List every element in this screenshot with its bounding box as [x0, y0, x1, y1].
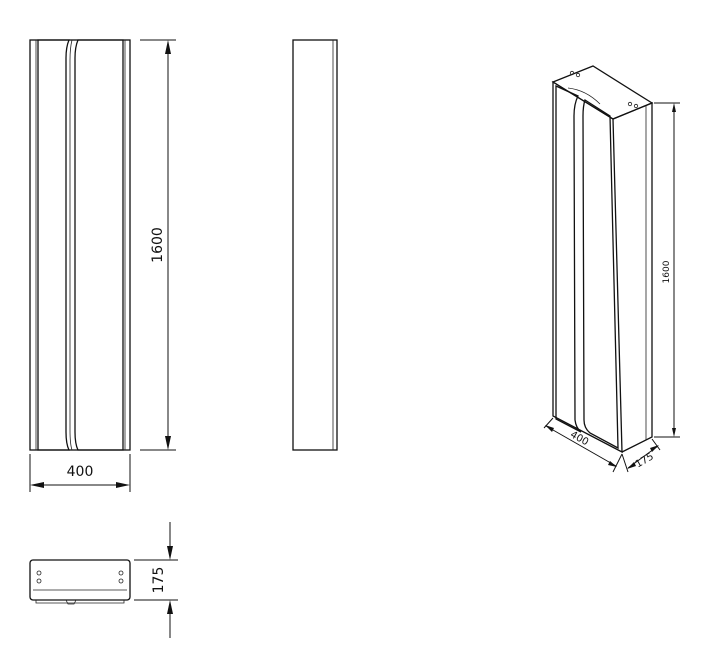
top-view — [29, 559, 131, 605]
front-center-groove — [69, 39, 73, 451]
front-height-label: 1600 — [150, 227, 166, 263]
iso-depth-dimension: 175 — [621, 438, 661, 473]
front-height-dimension: 1600 — [140, 39, 176, 451]
arrowhead — [165, 40, 171, 54]
top-front-lip — [35, 600, 125, 604]
arrowhead — [167, 600, 173, 614]
top-depth-dimension: 175 — [134, 522, 178, 638]
extension-line — [651, 438, 661, 451]
mounting-hole — [118, 570, 124, 576]
arrowhead — [167, 546, 173, 560]
side-view — [292, 39, 338, 451]
dimension-line — [545, 425, 617, 467]
mounting-hole — [36, 578, 42, 584]
iso-groove-top — [567, 87, 601, 105]
iso-left-panel — [555, 84, 582, 433]
iso-height-label: 1600 — [662, 260, 672, 283]
extension-line — [621, 453, 629, 473]
front-outline — [29, 39, 131, 451]
front-width-dimension: 400 — [29, 454, 131, 492]
iso-height-dimension: 1600 — [654, 102, 680, 438]
mounting-hole — [118, 578, 124, 584]
extension-line — [543, 417, 554, 429]
front-view — [29, 39, 131, 451]
arrowhead — [672, 428, 676, 437]
front-right-panel — [74, 39, 124, 451]
mounting-hole — [36, 570, 42, 576]
iso-side-face — [612, 102, 653, 453]
front-left-panel — [37, 39, 71, 451]
iso-depth-label: 175 — [634, 451, 656, 470]
iso-mounting-hole — [569, 70, 575, 76]
arrowhead — [165, 436, 171, 450]
arrowhead — [650, 445, 659, 452]
arrowhead — [30, 482, 44, 488]
arrowhead — [627, 462, 636, 469]
arrowhead — [545, 425, 554, 432]
arrowhead — [608, 461, 617, 467]
iso-mounting-hole — [627, 101, 633, 107]
arrowhead — [116, 482, 130, 488]
iso-right-panel — [582, 99, 619, 450]
iso-front-face — [552, 80, 623, 454]
top-groove — [65, 599, 77, 605]
side-outline — [292, 39, 338, 451]
top-outline — [29, 559, 131, 601]
arrowhead — [672, 103, 676, 112]
extension-line — [612, 453, 623, 473]
iso-mounting-hole — [633, 103, 639, 109]
iso-view — [551, 65, 654, 454]
top-depth-label: 175 — [151, 567, 167, 594]
iso-mounting-hole — [575, 72, 581, 78]
iso-width-dimension: 400 — [543, 417, 623, 473]
front-width-label: 400 — [67, 464, 94, 480]
